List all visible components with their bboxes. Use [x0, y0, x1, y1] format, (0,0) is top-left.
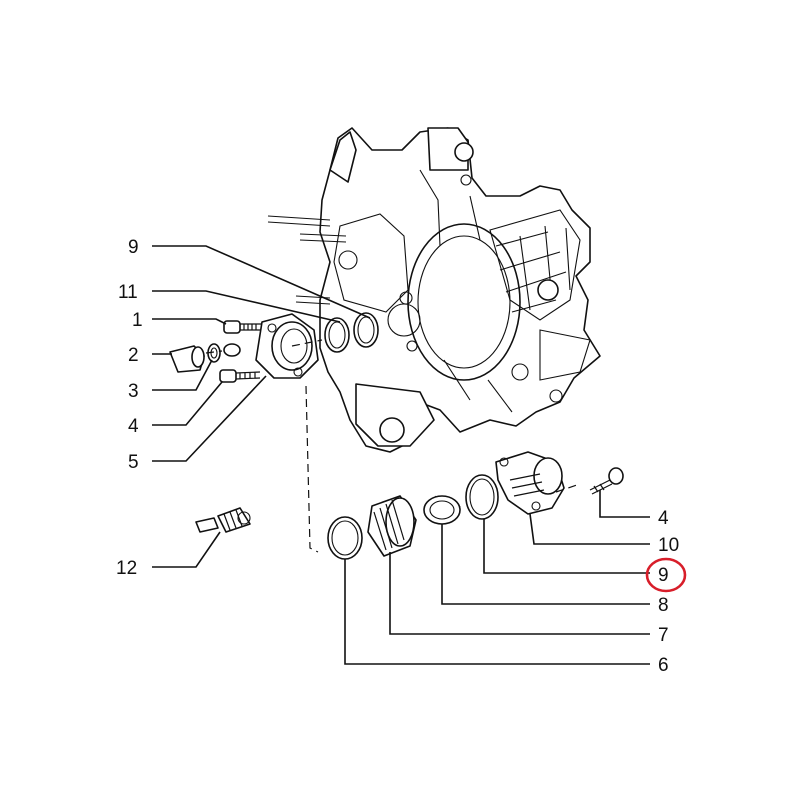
callout-5: 5	[128, 452, 139, 473]
callout-1: 1	[132, 310, 143, 331]
spring-part-8	[423, 495, 461, 525]
o-ring-part-11	[324, 317, 350, 353]
cover-part-10	[495, 451, 565, 515]
o-ring-small	[223, 343, 241, 357]
o-ring-part-9-top	[353, 312, 379, 348]
bolt-part-4-right	[589, 467, 624, 495]
crankcase-drawing	[267, 127, 601, 453]
callout-9-top: 9	[128, 237, 139, 258]
bolt-part-1	[223, 320, 262, 334]
callout-4-right: 4	[658, 508, 669, 529]
callout-4-left: 4	[128, 416, 139, 437]
callout-12: 12	[116, 558, 137, 579]
callout-9-right: 9	[658, 565, 669, 586]
leader-lines	[152, 245, 650, 665]
bearing-part-7	[367, 495, 417, 557]
plug-part-2	[169, 345, 205, 373]
callout-2: 2	[128, 345, 139, 366]
center-lines	[205, 339, 581, 553]
callout-labels: 9 11 1 2 3 4 5 12 4 10 9 8 7 6	[116, 237, 679, 676]
callout-7: 7	[658, 625, 669, 646]
bolt-part-4-left	[219, 369, 261, 383]
o-ring-part-9-right	[465, 474, 499, 520]
callout-11: 11	[118, 282, 138, 303]
callout-10: 10	[658, 535, 679, 556]
sensor-part-12	[195, 507, 251, 533]
o-ring-part-6	[327, 516, 363, 560]
callout-8: 8	[658, 595, 669, 616]
highlight-circle	[645, 557, 687, 593]
callout-3: 3	[128, 381, 139, 402]
housing-part-5	[255, 313, 319, 379]
callout-6: 6	[658, 655, 669, 676]
